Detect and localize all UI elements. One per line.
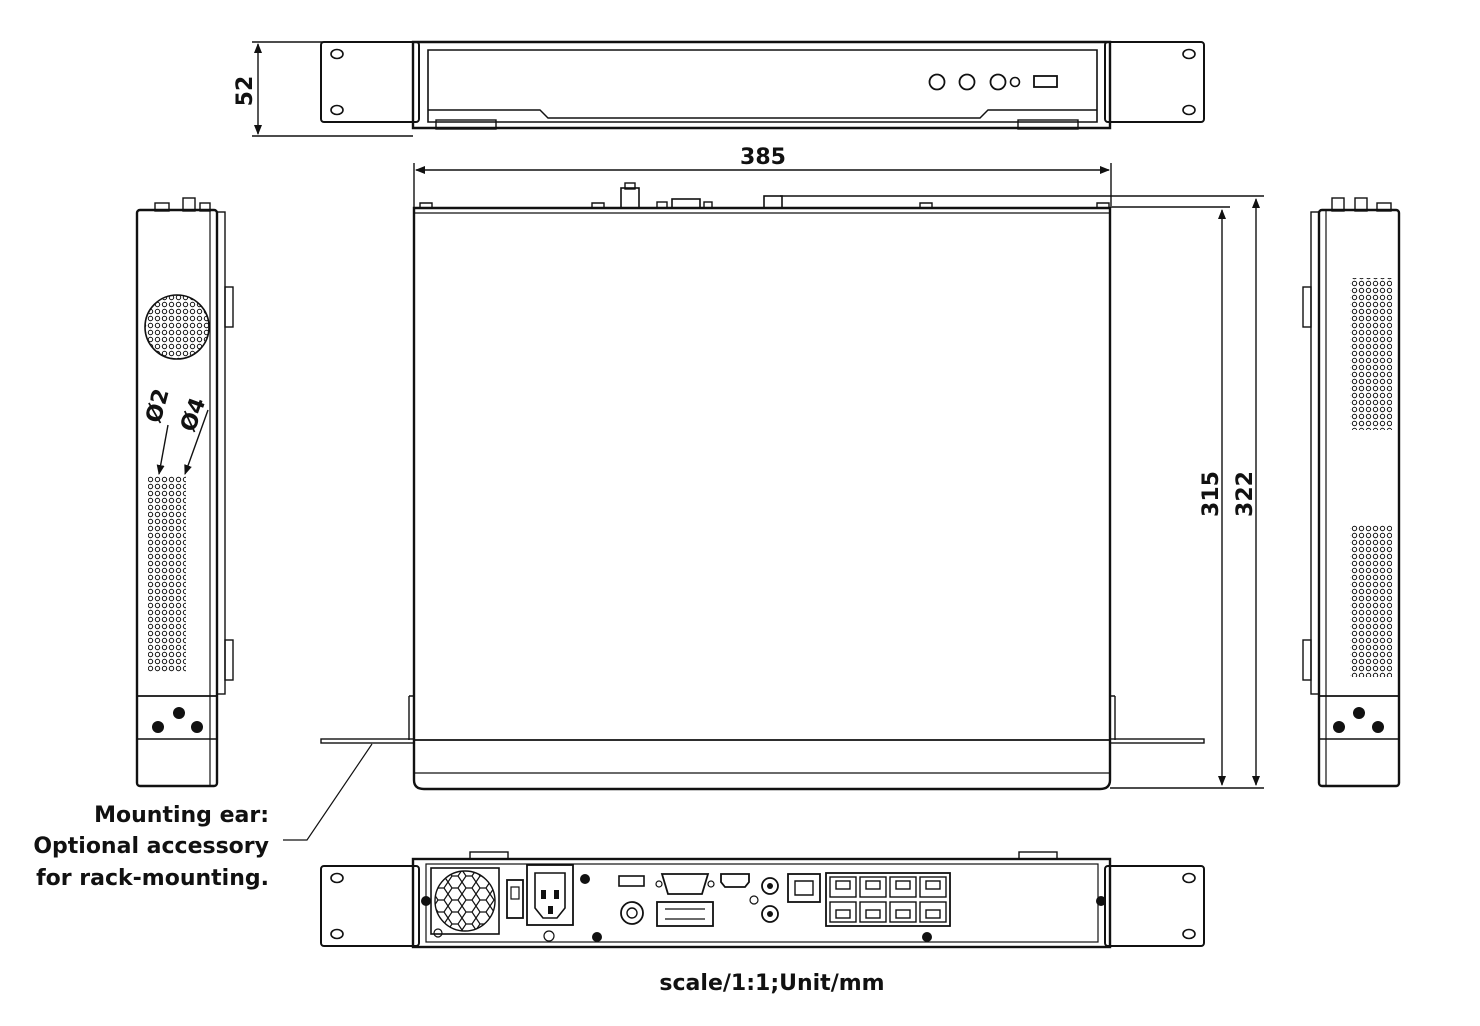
- left-side-view: [135, 197, 234, 788]
- right-vent-holes-upper: [1350, 278, 1392, 430]
- hdmi-port-icon: [720, 873, 750, 888]
- scale-note: scale/1:1;Unit/mm: [659, 971, 884, 996]
- right-rack-ear: [1104, 41, 1205, 123]
- top-view: [320, 182, 1205, 791]
- depth-outer-label: 322: [1233, 471, 1258, 517]
- rear-left-rack-ear: [320, 865, 420, 947]
- right-vent-holes-lower: [1350, 525, 1392, 677]
- height-dimension: [252, 41, 413, 137]
- left-vent-holes: [148, 476, 186, 672]
- mounting-note-line1: Mounting ear:: [94, 803, 269, 828]
- lan-port-icon: [787, 873, 821, 903]
- depth-dimensions: [1110, 195, 1264, 789]
- width-label: 385: [740, 145, 786, 170]
- poe-ports-block: [825, 872, 951, 927]
- front-button-3: [989, 73, 1007, 91]
- status-led-icon: [1009, 76, 1021, 88]
- side-fan-grill: [144, 294, 210, 360]
- mounting-note-line3: for rack-mounting.: [36, 866, 269, 891]
- rear-view: [320, 851, 1205, 949]
- terminal-block-icon: [656, 901, 714, 927]
- front-panel: [411, 40, 1112, 130]
- depth-inner-label: 315: [1199, 471, 1224, 517]
- mounting-ear-left-plate: [320, 738, 415, 744]
- hole-dimension-arrows: [156, 409, 209, 475]
- bnc-connector-icon: [620, 901, 644, 925]
- hole-small-label: Ø2: [142, 386, 175, 425]
- fan-grill-icon: [434, 870, 496, 932]
- power-inlet-icon: [526, 864, 574, 926]
- chassis-top: [412, 206, 1112, 791]
- mounting-ear-leader: [283, 743, 373, 841]
- right-side-view: [1302, 197, 1401, 788]
- rear-panel: [411, 857, 1112, 949]
- width-dimension: [413, 163, 1112, 210]
- rear-right-rack-ear: [1104, 865, 1205, 947]
- front-view: [320, 40, 1205, 130]
- hole-large-label: Ø4: [176, 395, 211, 436]
- height-label: 52: [233, 76, 258, 107]
- front-button-2: [958, 73, 976, 91]
- vga-port-icon: [660, 873, 710, 895]
- usb-port-icon: [1033, 75, 1058, 88]
- front-button-1: [928, 73, 946, 91]
- mounting-note-line2: Optional accessory: [33, 834, 269, 859]
- power-switch-icon: [506, 879, 524, 919]
- left-rack-ear: [320, 41, 420, 123]
- mounting-ear-right-plate: [1109, 738, 1205, 744]
